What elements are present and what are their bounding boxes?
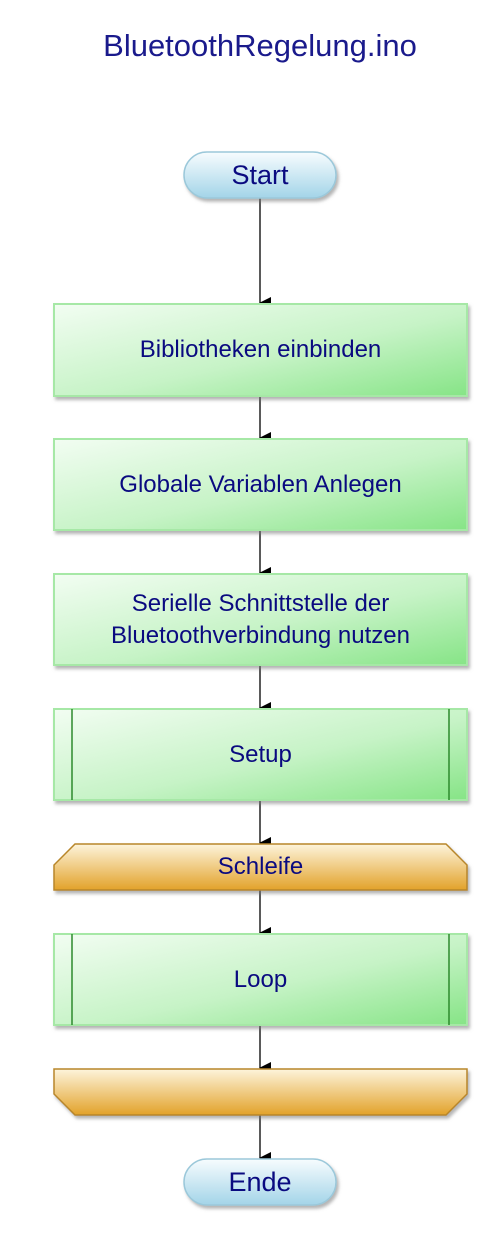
start-label: Start xyxy=(231,160,289,190)
setup-subroutine xyxy=(53,708,468,801)
serial-label-line2: Bluetoothverbindung nutzen xyxy=(111,622,410,649)
loop-begin-label: Schleife xyxy=(217,853,304,880)
loop-subroutine xyxy=(53,933,468,1026)
end-label: Ende xyxy=(228,1167,292,1197)
start-terminal xyxy=(183,151,337,199)
serial-process xyxy=(53,573,468,666)
globals-label: Globale Variablen Anlegen xyxy=(119,471,402,498)
libraries-label: Bibliotheken einbinden xyxy=(139,336,382,363)
loop-begin-limit xyxy=(53,843,468,891)
loop-label: Loop xyxy=(233,966,288,993)
end-terminal xyxy=(183,1158,337,1206)
globals-process xyxy=(53,438,468,531)
diagram-title: BluetoothRegelung.ino xyxy=(103,28,417,63)
libraries-process xyxy=(53,303,468,397)
loop-end-limit xyxy=(53,1068,468,1116)
serial-label: Serielle Schnittstelle der Bluetoothverb… xyxy=(54,588,467,652)
setup-label: Setup xyxy=(229,741,292,768)
serial-label-line1: Serielle Schnittstelle der xyxy=(131,590,390,617)
